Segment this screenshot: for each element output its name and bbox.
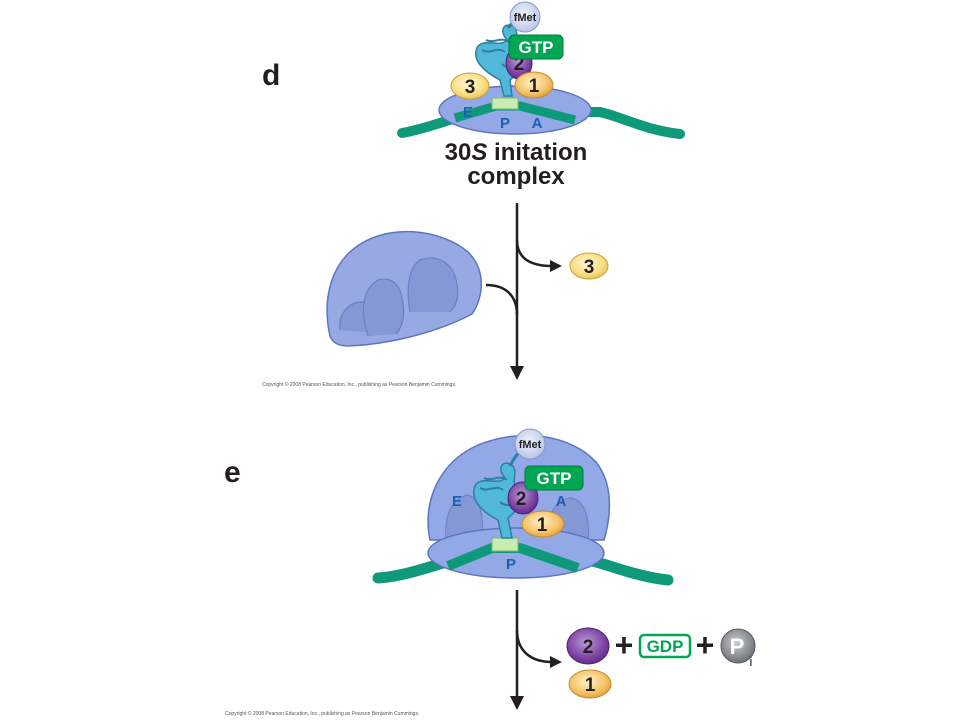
phosphate-label: P xyxy=(730,634,745,659)
copyright-1: Copyright © 2008 Pearson Education, Inc.… xyxy=(262,381,456,388)
transition: 3 Copyright © 2008 Pearson Education, In… xyxy=(262,203,609,388)
release-arrow-head xyxy=(550,260,562,272)
plus-sign-2: + xyxy=(696,627,715,663)
product-factor-2-label: 2 xyxy=(583,637,594,658)
phosphate-circle xyxy=(720,628,756,664)
factor-2-label-d: 2 xyxy=(514,54,525,75)
join-arrow-curve xyxy=(485,283,519,316)
panel-d: d fMet 2 GTP 3 1 E P A xyxy=(262,1,685,190)
start-codon-e xyxy=(491,537,519,552)
site-a-label-d: A xyxy=(532,115,543,132)
factor-2-label-e: 2 xyxy=(516,489,527,510)
gtp-label-d: GTP xyxy=(519,38,554,57)
fmet-label-d: fMet xyxy=(514,12,537,24)
products: 2 + GDP + P i 1 Copyright © 2008 Pearson… xyxy=(225,590,756,717)
factor-3-d xyxy=(450,72,490,100)
gtp-badge-e xyxy=(524,465,584,491)
factor-1-label-e: 1 xyxy=(537,515,548,536)
factor-3-label-d: 3 xyxy=(465,77,476,98)
plus-sign-1: + xyxy=(615,627,634,663)
released-factor-3 xyxy=(569,252,609,280)
factor-1-d xyxy=(514,71,554,99)
products-arrow-head xyxy=(550,656,562,668)
start-codon-d xyxy=(491,97,519,110)
site-p-label-d: P xyxy=(500,115,510,132)
large-subunit-e-lobe-left xyxy=(445,494,483,541)
fmet-circle-d xyxy=(509,1,541,33)
gtp-badge-d xyxy=(508,34,564,60)
release-arrow-curve xyxy=(515,239,553,268)
panel-e: e fMet 2 GTP 1 E A P xyxy=(224,428,674,586)
gdp-badge xyxy=(638,633,692,659)
products-arrow-curve xyxy=(515,629,553,664)
fmet-circle-e xyxy=(514,428,546,460)
product-factor-1 xyxy=(568,669,612,699)
phosphate-subscript: i xyxy=(750,654,753,669)
gdp-label: GDP xyxy=(647,637,684,656)
site-a-label-e: A xyxy=(556,493,567,510)
fmet-label-e: fMet xyxy=(519,439,542,451)
site-e-label-d: E xyxy=(463,104,473,121)
product-factor-1-label: 1 xyxy=(585,675,596,696)
main-arrow-head xyxy=(510,366,524,380)
gtp-label-e: GTP xyxy=(537,469,572,488)
site-e-label-e: E xyxy=(452,493,462,510)
bottom-arrow-head xyxy=(510,696,524,710)
released-factor-3-label: 3 xyxy=(584,257,595,278)
caption-line-2: complex xyxy=(467,163,565,190)
copyright-2: Copyright © 2008 Pearson Education, Inc.… xyxy=(225,710,419,717)
panel-d-label: d xyxy=(262,59,280,92)
caption-line-1: 30S initation xyxy=(445,139,588,166)
panel-e-label: e xyxy=(224,456,241,489)
product-factor-2 xyxy=(566,627,610,665)
factor-1-label-d: 1 xyxy=(529,76,540,97)
large-subunit-incoming xyxy=(326,230,482,347)
factor-1-e xyxy=(521,510,565,538)
site-p-label-e: P xyxy=(506,556,516,573)
